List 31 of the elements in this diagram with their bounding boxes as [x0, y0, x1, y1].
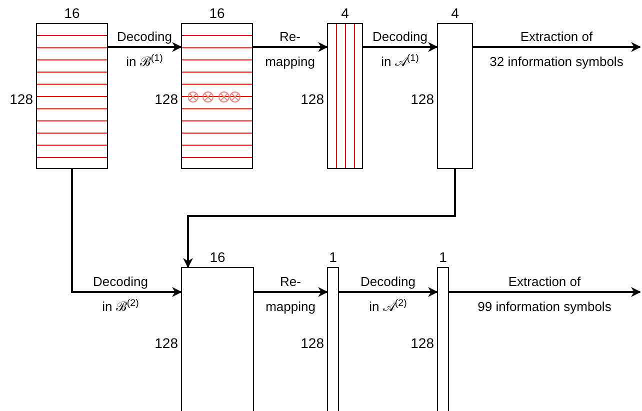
edge-label: Extraction of 99 information symbols [476, 273, 612, 316]
dimension-label: 128 [154, 334, 178, 353]
dimension-label: 128 [300, 90, 324, 109]
dimension-label: 16 [209, 4, 225, 23]
dimension-label: 128 [410, 90, 434, 109]
edge-label: Decoding in ℬ$^{(2)}$ [92, 273, 149, 316]
arrow [473, 42, 641, 52]
edge-label: Decoding in 𝒜$^{(1)}$ [372, 28, 428, 71]
edge-label: Re- mapping [264, 273, 316, 316]
dimension-label: 4 [451, 4, 459, 23]
dimension-label: 128 [300, 334, 324, 353]
dimension-label: 1 [329, 248, 337, 267]
dimension-label: 16 [64, 4, 80, 23]
arrow [108, 42, 182, 52]
dimension-label: 128 [154, 90, 178, 109]
arrow [339, 287, 438, 297]
edge-label: Decoding in 𝒜$^{(2)}$ [360, 273, 416, 316]
dimension-label: 4 [341, 4, 349, 23]
dimension-label: 128 [10, 90, 33, 109]
dimension-label: 16 [210, 248, 226, 267]
dimension-label: 128 [410, 334, 434, 353]
arrow [253, 42, 328, 52]
arrow [71, 169, 182, 297]
arrow [449, 287, 641, 297]
dimension-label: 1 [439, 248, 447, 267]
arrow [363, 42, 438, 52]
edge-label: Decoding in ℬ$^{(1)}$ [116, 28, 173, 71]
edge-label: Extraction of 32 information symbols [488, 28, 624, 71]
arrow [183, 169, 456, 268]
arrow [254, 287, 328, 297]
edge-label: Re- mapping [264, 28, 316, 71]
